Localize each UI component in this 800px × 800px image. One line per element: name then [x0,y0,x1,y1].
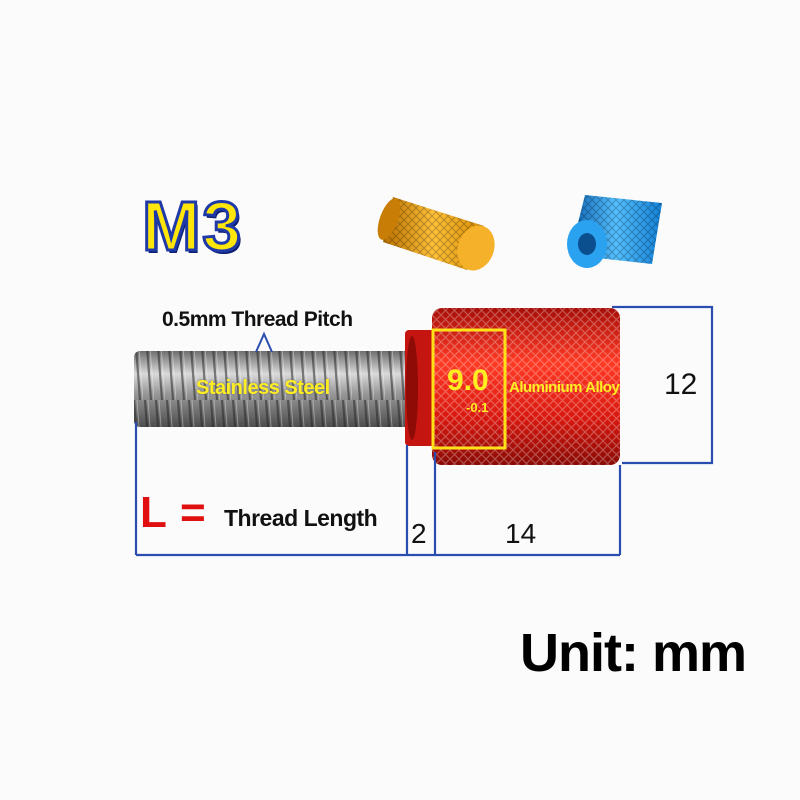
thread-pitch-label: 0.5mm Thread Pitch [162,308,353,331]
screw-material-label: Stainless Steel [196,377,330,399]
height-dimension: 12 [664,368,698,401]
gold-thumb-nut [377,197,495,271]
dimension-lines [134,305,714,557]
thread-length-label: Thread Length [224,505,378,531]
unit-label: Unit: mm [520,623,747,683]
blue-thumb-nut [567,195,662,268]
diameter-highlight-box [431,328,507,450]
stainless-screw [134,351,414,427]
equals-sign: = [180,488,206,537]
diameter-value: 9.0 [447,364,489,397]
red-knurled-head [432,308,620,465]
length-symbol: L [140,488,167,537]
diameter-tolerance: -0.1 [466,400,489,415]
shoulder-dimension: 2 [411,518,427,549]
pitch-pointer [255,331,273,353]
thread-size-title: M3 [140,186,244,267]
head-material-label: Aluminium Alloy [509,379,620,396]
head-length-dimension: 14 [505,518,537,549]
